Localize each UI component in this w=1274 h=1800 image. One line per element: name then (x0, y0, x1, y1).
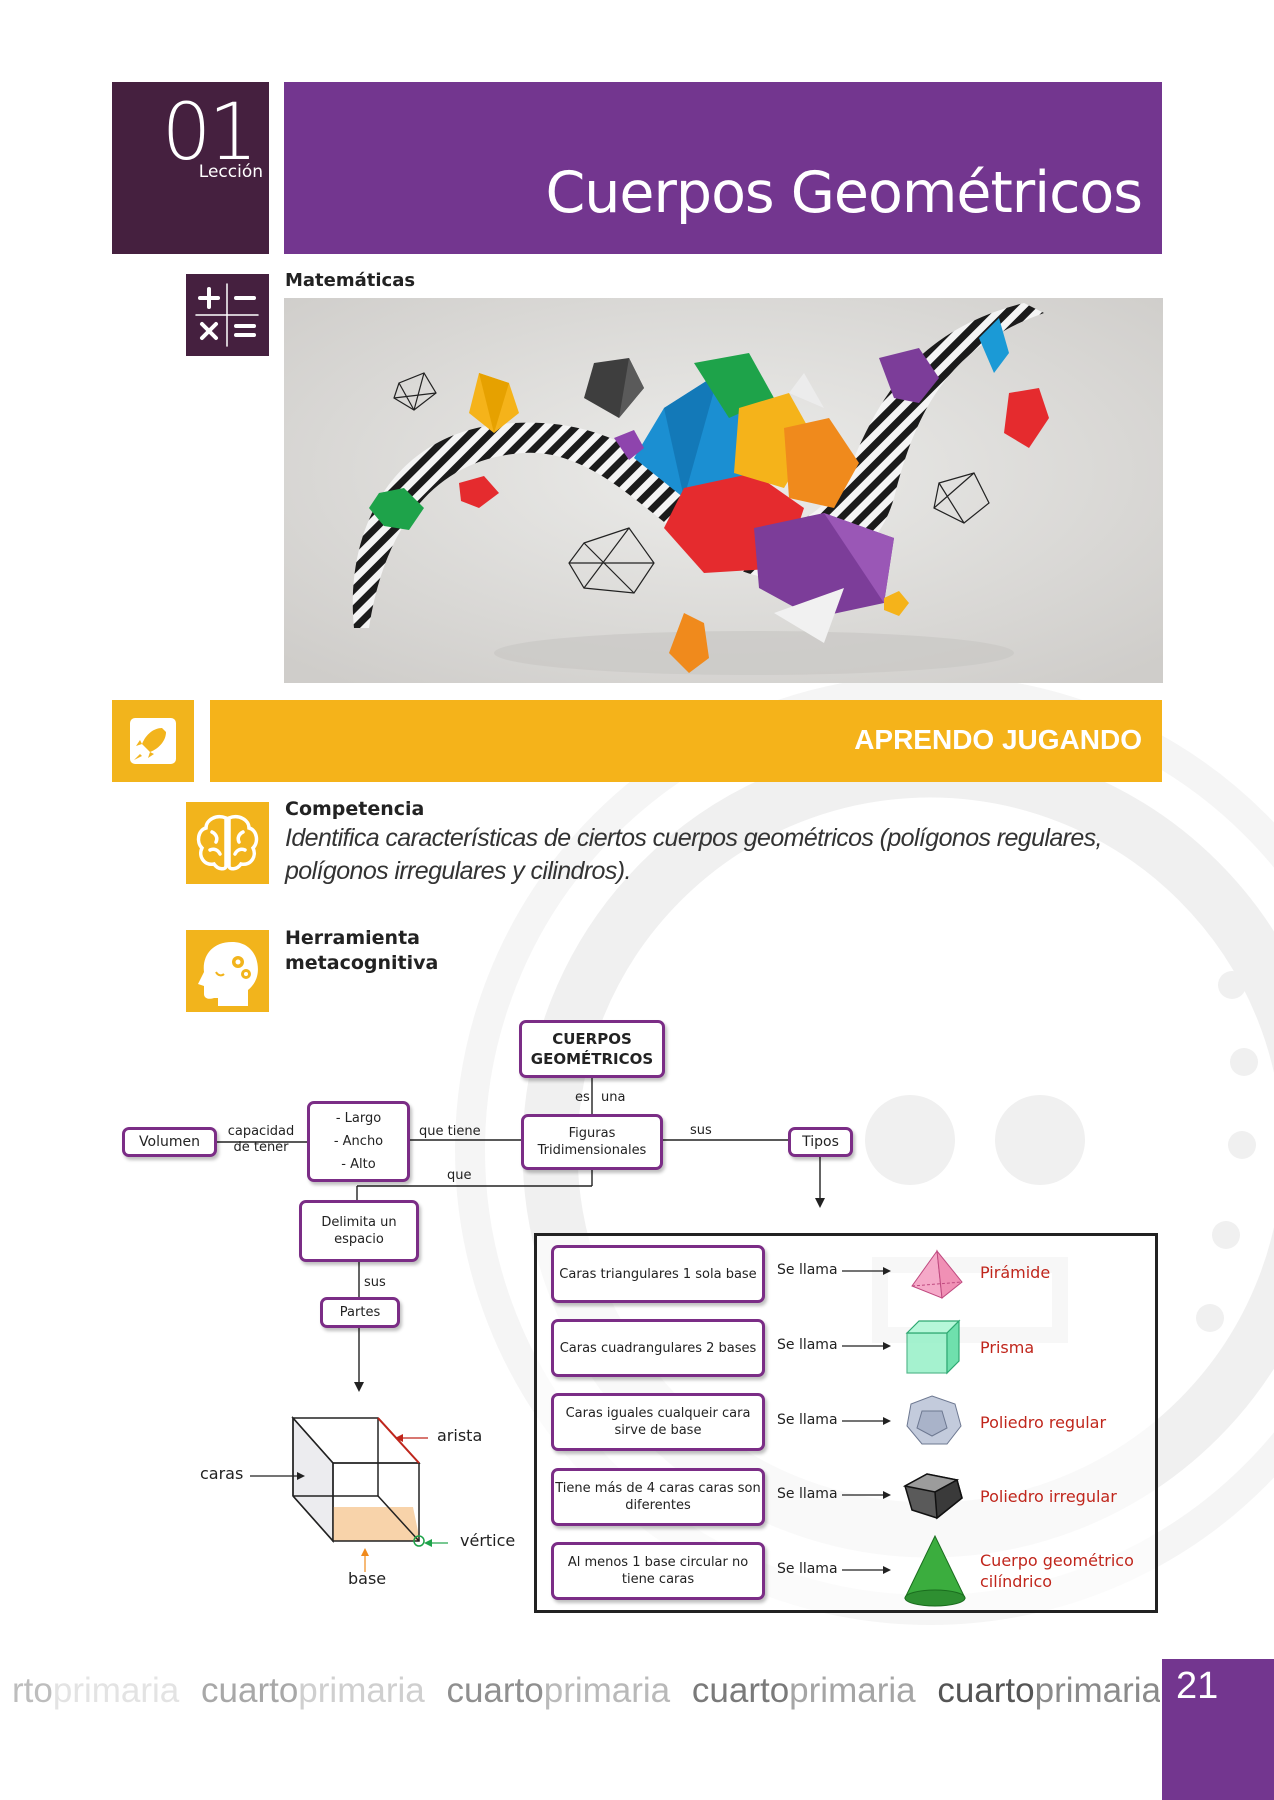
pyramid-icon (911, 1249, 963, 1299)
type-desc-poliedro-irregular: Tiene más de 4 caras caras son diferente… (551, 1468, 765, 1526)
lesson-number: 01 (161, 88, 258, 178)
lesson-word: Lección (198, 162, 263, 182)
type-desc-poliedro-regular: Caras iguales cualqueir cara sirve de ba… (551, 1393, 765, 1451)
rocket-icon (112, 700, 194, 782)
dim-alto: - Alto (341, 1157, 376, 1172)
types-frame: Caras triangulares 1 sola base Se llama … (534, 1233, 1158, 1613)
label-una: una (601, 1090, 626, 1105)
concept-root: CUERPOS GEOMÉTRICOS (519, 1020, 665, 1078)
dim-ancho: - Ancho (333, 1134, 384, 1149)
competencia-text: Identifica características de ciertos cu… (285, 824, 1103, 885)
type-desc-piramide: Caras triangulares 1 sola base (551, 1245, 765, 1303)
type-call-poliedro-regular: Se llama (777, 1412, 838, 1428)
type-call-prisma: Se llama (777, 1337, 838, 1353)
types-shapes (842, 1249, 966, 1607)
type-call-poliedro-irregular: Se llama (777, 1486, 838, 1502)
type-name-prisma: Prisma (980, 1338, 1035, 1357)
label-es: es (575, 1090, 590, 1105)
footer-watermark-text: rtoprimaria cuartoprimaria cuartoprimari… (0, 1666, 1160, 1716)
footer-word-2: cuartoprimaria (201, 1671, 425, 1710)
type-name-cilindrico: Cuerpo geométrico cilíndrico (980, 1551, 1134, 1591)
type-desc-cilindrico: Al menos 1 base circular no tiene caras (551, 1542, 765, 1600)
label-que: que (447, 1168, 472, 1183)
lesson-number-box: 01 Lección (112, 82, 269, 254)
type-name-poliedro-regular: Poliedro regular (980, 1413, 1107, 1432)
page-number: 21 (1176, 1665, 1219, 1707)
label-capacidad: capacidad de tener (227, 1124, 295, 1155)
concept-dimensions: - Largo - Ancho - Alto (307, 1101, 410, 1182)
type-call-piramide: Se llama (777, 1262, 838, 1278)
irregular-polyhedron-icon (902, 1473, 963, 1520)
herramienta-label: Herramienta metacognitiva (285, 927, 439, 974)
footer-word-3: cuartoprimaria (446, 1671, 671, 1710)
footer-word-1: rtoprimaria (12, 1671, 180, 1710)
section-title: APRENDO JUGANDO (854, 724, 1142, 755)
type-desc-prisma: Caras cuadrangulares 2 bases (551, 1319, 765, 1377)
head-gears-icon (186, 930, 269, 1012)
math-operations-icon (186, 274, 269, 356)
label-base: base (348, 1569, 387, 1588)
competencia-label: Competencia (285, 798, 425, 820)
label-caras: caras (200, 1464, 244, 1483)
concept-delimita: Delimita un espacio (299, 1200, 419, 1262)
label-arista: arista (437, 1426, 483, 1445)
concept-volumen: Volumen (122, 1127, 217, 1157)
brain-icon (186, 802, 269, 884)
footer-word-4: cuartoprimaria (691, 1671, 916, 1710)
dim-largo: - Largo (335, 1111, 382, 1126)
page-title: Cuerpos Geométricos (545, 160, 1143, 226)
subject-label: Matemáticas (285, 270, 416, 291)
label-que-tiene: que tiene (419, 1124, 481, 1139)
page-number-box: 21 (1162, 1659, 1274, 1800)
concept-partes: Partes (320, 1297, 400, 1328)
type-call-cilindrico: Se llama (777, 1561, 838, 1577)
label-sus-right: sus (690, 1123, 712, 1138)
cone-icon (904, 1534, 966, 1607)
label-vertice: vértice (460, 1531, 516, 1550)
concept-center: Figuras Tridimensionales (521, 1114, 663, 1170)
label-sus-down: sus (364, 1275, 386, 1290)
dodecahedron-icon (906, 1395, 962, 1445)
concept-tipos: Tipos (788, 1127, 853, 1157)
section-bar: APRENDO JUGANDO (210, 700, 1162, 782)
footer-word-5: cuartoprimaria (937, 1671, 1160, 1710)
type-name-piramide: Pirámide (980, 1263, 1051, 1282)
title-bar: Cuerpos Geométricos (284, 82, 1162, 254)
type-name-poliedro-irregular: Poliedro irregular (980, 1487, 1117, 1506)
prism-icon (905, 1319, 961, 1375)
hero-illustration (284, 298, 1163, 683)
